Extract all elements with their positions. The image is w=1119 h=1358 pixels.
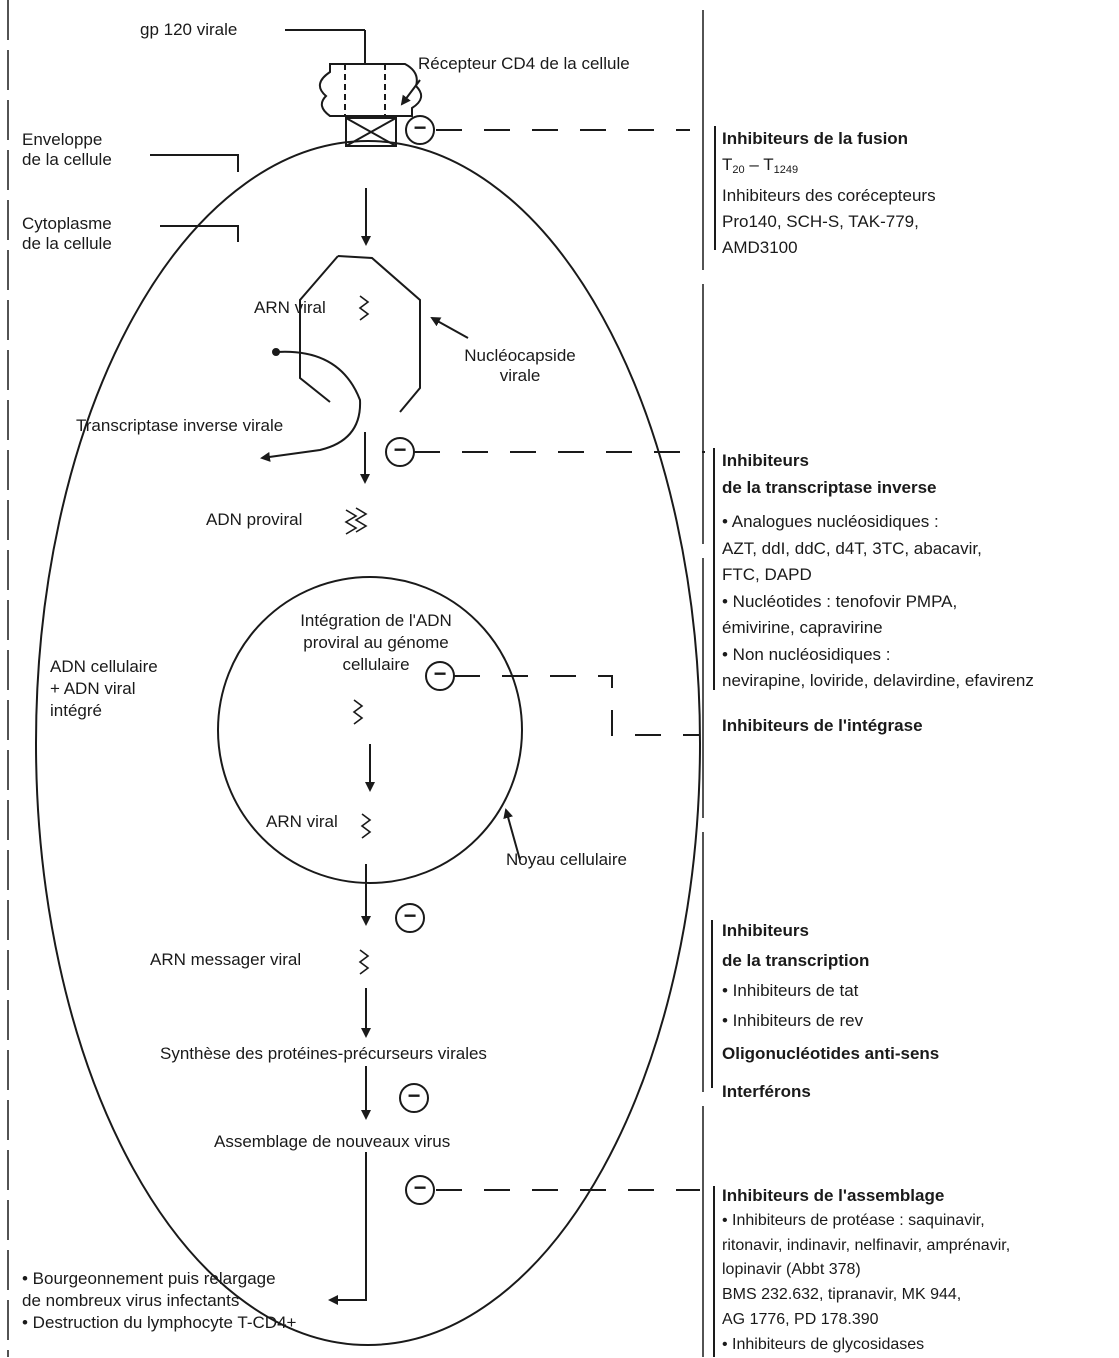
minus-protein: − (407, 1083, 421, 1108)
inhibitor-circle-transcription (395, 903, 425, 933)
arn-messager-label: ARN messager viral (150, 950, 302, 969)
cd4-receptor-label: Récepteur CD4 de la cellule (418, 54, 630, 73)
gp120-label: gp 120 virale (140, 20, 238, 39)
inhibitor-circle-protein (399, 1083, 429, 1113)
inhibitor-circle-fusion (405, 115, 435, 145)
interferons-label: Interférons (722, 1082, 811, 1101)
minus-integrase: − (433, 661, 447, 686)
arn-messager-mark (358, 949, 370, 975)
fusion-inhibitors-block: Inhibiteurs de la fusion T20 – T1249 Inh… (722, 126, 936, 261)
rt-inhibitors-block: Inhibiteurs de la transcriptase inverse … (722, 451, 1034, 690)
fusion-title: Inhibiteurs de la fusion (722, 129, 909, 148)
arn-viral-label: ARN viral (254, 298, 326, 317)
nucleocapsid-shape (299, 255, 421, 413)
adn-proviral-mark (344, 507, 368, 535)
inhibitor-circle-integrase (425, 661, 455, 691)
synthese-label: Synthèse des protéines-précurseurs viral… (160, 1044, 487, 1063)
inhibitor-circle-rt (385, 437, 415, 467)
arn-viral-mark (358, 295, 370, 321)
minus-fusion: − (413, 115, 427, 140)
arn-viral-mark-2 (360, 813, 372, 839)
noyau-label: Noyau cellulaire (506, 850, 627, 869)
integrated-dna-mark (352, 699, 364, 725)
antisense-label: Oligonucléotides anti-sens (722, 1044, 940, 1063)
arn-viral-2-label: ARN viral (266, 812, 338, 831)
cd4-receptor-shape (345, 117, 397, 147)
gp120-shape (319, 63, 423, 117)
minus-assembly: − (413, 1175, 427, 1200)
adn-proviral-label: ADN proviral (206, 510, 303, 529)
minus-transcription: − (403, 903, 417, 928)
minus-rt: − (393, 437, 407, 462)
cell-ellipse (35, 140, 701, 1346)
reverse-transcriptase-label: Transcriptase inverse virale (76, 416, 284, 435)
transcription-inhibitors-block: Inhibiteurs de la transcription • Inhibi… (722, 921, 870, 1030)
inhibitor-circle-assembly (405, 1175, 435, 1205)
t20-t1249: T20 – T1249 (722, 155, 799, 176)
assemblage-label: Assemblage de nouveaux virus (214, 1132, 451, 1151)
assembly-inhibitors-block: Inhibiteurs de l'assemblage • Inhibiteur… (722, 1186, 1011, 1353)
integrase-inhibitors-label: Inhibiteurs de l'intégrase (722, 716, 923, 735)
nucleus-circle (217, 576, 523, 884)
